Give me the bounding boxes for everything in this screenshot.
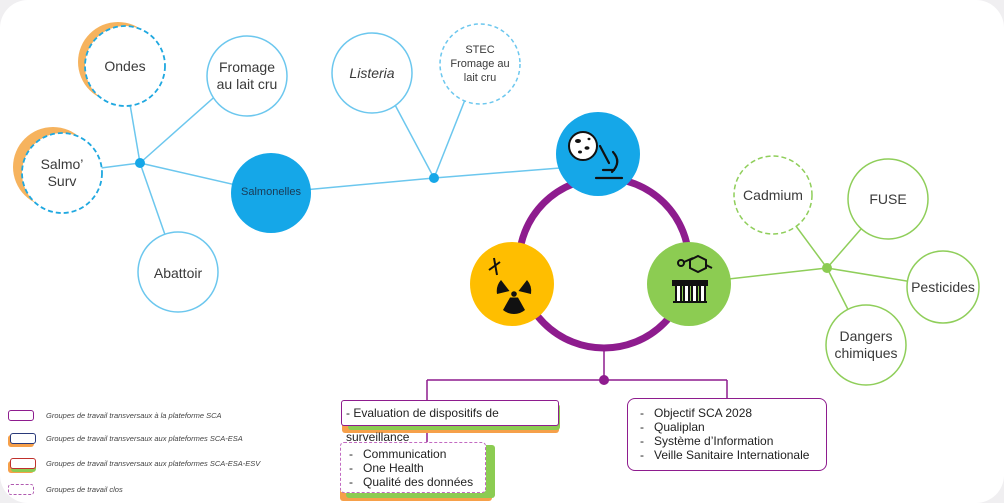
dangers-node — [825, 304, 907, 386]
sca-groups-list: - Objectif SCA 2028 - Qualiplan - Systèm… — [640, 406, 826, 462]
legend-item-closed: Groupes de travail clos — [8, 482, 123, 496]
listeria-label: Listeria — [349, 65, 395, 81]
cadmium-node — [733, 155, 813, 235]
closed-groups-box: - Communication - One Health - Qualité d… — [340, 442, 486, 493]
salmonelles-label: Salmonelles — [241, 186, 301, 198]
right-cluster-hub — [822, 263, 832, 273]
dangers-label: Dangers chimiques — [834, 328, 898, 361]
pesticides-label: Pesticides — [911, 279, 975, 295]
abattoir-label: Abattoir — [153, 265, 203, 281]
test-tubes-icon — [672, 254, 713, 303]
left-cluster-hub — [135, 158, 145, 168]
legend-swatch-sca — [8, 409, 34, 421]
list-item: - Veille Sanitaire Internationale — [640, 448, 810, 462]
sca-groups-box: - Objectif SCA 2028 - Qualiplan - Systèm… — [627, 398, 827, 471]
legend-swatch-sca-esa-esv — [10, 457, 36, 469]
list-item: - Qualiplan — [640, 420, 705, 434]
legend-swatch-sca-esa — [10, 432, 36, 444]
legend-item-sca: Groupes de travail transversaux à la pla… — [8, 408, 222, 422]
microbiology-hub — [556, 112, 640, 196]
tree-hub — [599, 375, 609, 385]
salmonelles-node — [231, 153, 311, 233]
fuse-node — [847, 158, 929, 240]
legend-item-sca-esa-esv: Groupes de travail transversaux aux plat… — [10, 456, 260, 470]
list-item: - Communication — [349, 447, 447, 461]
list-item: - One Health — [349, 461, 424, 475]
ondes-node — [84, 25, 166, 107]
radiation-icon — [488, 257, 532, 315]
listeria-hub — [429, 173, 439, 183]
microscope-icon — [568, 131, 624, 180]
stec-node — [439, 23, 521, 105]
radiology-hub — [470, 242, 554, 326]
list-item: - Système d’Information — [640, 434, 774, 448]
list-item: - Qualité des données — [349, 475, 474, 489]
closed-groups-list: - Communication - One Health - Qualité d… — [349, 447, 485, 489]
listeria-node — [331, 32, 413, 114]
fromage-label: Fromage au lait cru — [216, 59, 278, 92]
stec-label: STEC Fromage au lait cru — [450, 44, 510, 84]
fuse-label: FUSE — [869, 191, 907, 207]
fromage-node — [206, 35, 288, 117]
ondes-label: Ondes — [104, 58, 146, 74]
list-item: - Objectif SCA 2028 — [640, 406, 753, 420]
pesticides-node — [906, 250, 980, 324]
salmo-surv-label: Salmo’ Surv — [40, 156, 84, 189]
legend-item-sca-esa: Groupes de travail transversaux aux plat… — [10, 431, 243, 445]
legend-swatch-closed — [8, 483, 34, 495]
salmo-surv-node — [21, 132, 103, 214]
cadmium-label: Cadmium — [743, 187, 803, 203]
evaluation-box: - Evaluation de dispositifs de surveilla… — [341, 400, 559, 444]
evaluation-text: - Evaluation de dispositifs de surveilla… — [346, 406, 499, 444]
abattoir-node — [137, 231, 219, 313]
